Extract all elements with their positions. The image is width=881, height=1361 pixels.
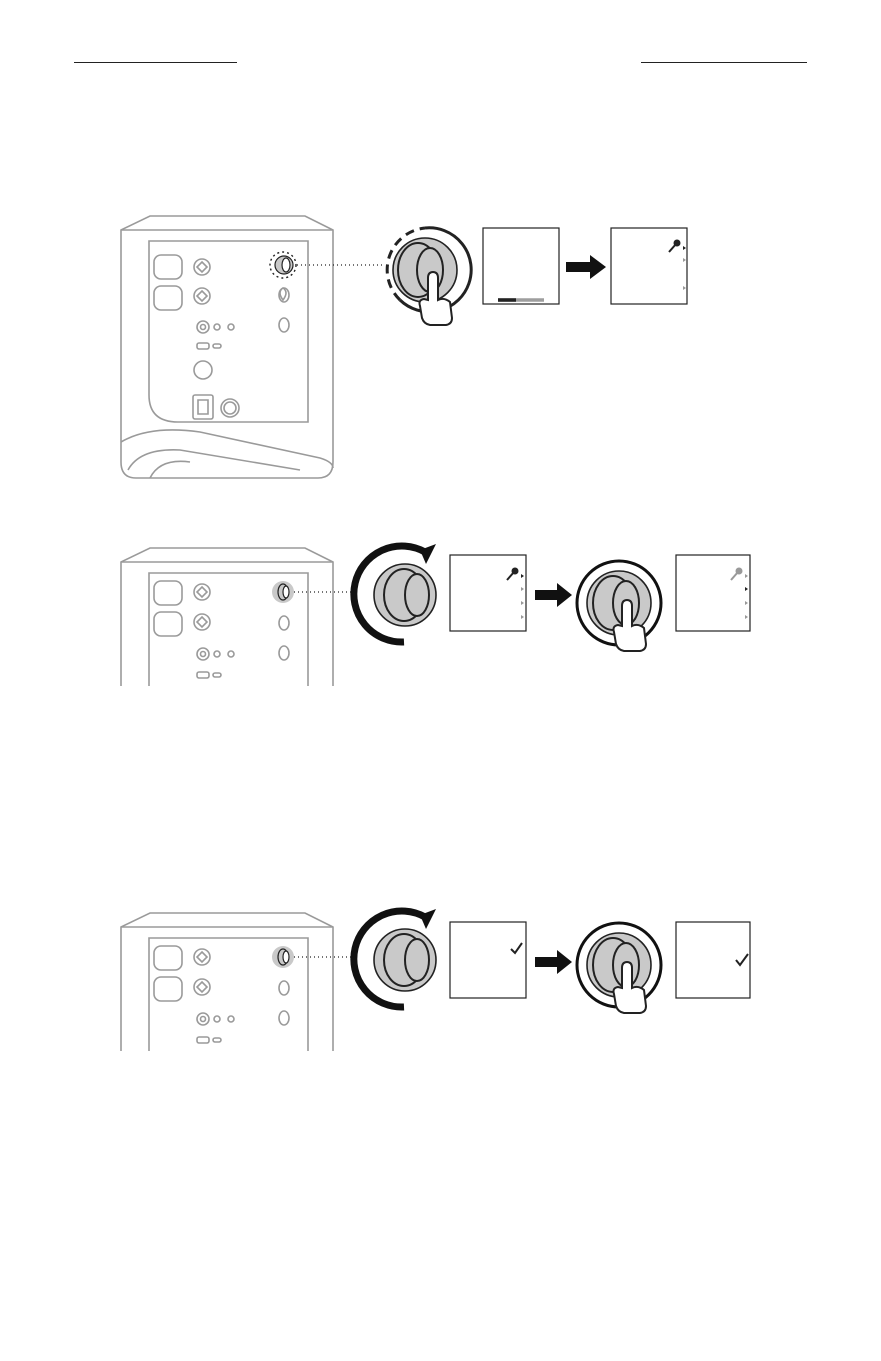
display-screen-check [450, 922, 526, 998]
display-screen-check-confirmed [676, 922, 750, 998]
control-knob-rotate [354, 544, 436, 642]
step-1-illustration [0, 200, 881, 500]
right-arrow-icon [535, 950, 572, 974]
panel-knob-highlight [270, 252, 296, 278]
display-screen-progress [483, 228, 559, 304]
display-screen-menu [611, 228, 687, 304]
header-rule-left [74, 62, 237, 63]
speaker-rear-panel-cropped [121, 548, 333, 686]
speaker-rear-panel-cropped [121, 913, 333, 1051]
step-3-illustration [0, 905, 881, 1055]
header-rule-right [641, 62, 807, 63]
panel-knob-highlight [272, 581, 294, 603]
step-2-illustration [0, 540, 881, 690]
right-arrow-icon [535, 583, 572, 607]
right-arrow-icon [566, 255, 606, 279]
panel-knob-highlight [272, 946, 294, 968]
step-2-svg [0, 540, 881, 690]
step-3-svg [0, 905, 881, 1055]
display-screen-menu-selected [676, 555, 750, 631]
speaker-rear-panel [121, 216, 333, 478]
step-1-svg [0, 200, 881, 500]
display-screen-menu [450, 555, 526, 631]
control-knob-rotate [354, 909, 436, 1007]
